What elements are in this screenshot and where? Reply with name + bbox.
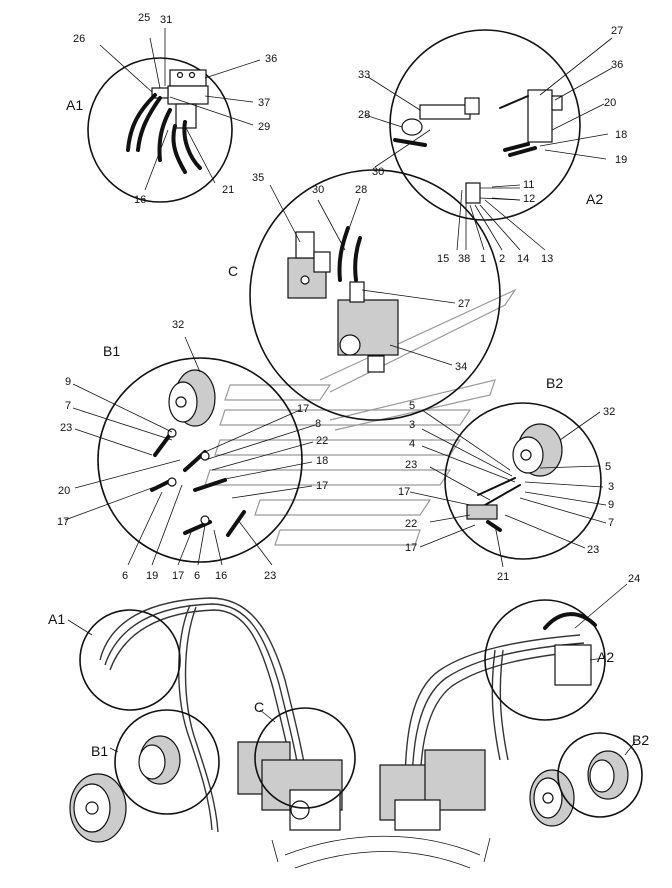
callout-36: 36 — [611, 59, 623, 71]
overview-labels: 24 A1 A2 C B1 B2 — [48, 573, 649, 759]
callout-20: 20 — [58, 485, 70, 497]
callout-16: 16 — [215, 570, 227, 582]
detail-b2-title: B2 — [546, 375, 563, 391]
callout-3: 3 — [409, 419, 415, 431]
callout-16: 16 — [134, 194, 146, 206]
detail-b2 — [409, 402, 607, 568]
callout-21: 21 — [222, 184, 234, 196]
detail-b1 — [64, 336, 316, 566]
callout-25: 25 — [138, 12, 150, 24]
callout-18: 18 — [615, 129, 627, 141]
callout-23: 23 — [587, 544, 599, 556]
callout-6: 6 — [194, 570, 200, 582]
detail-c — [249, 169, 501, 421]
callout-31: 31 — [160, 14, 172, 26]
callout-17: 17 — [297, 403, 309, 415]
callout-11: 11 — [523, 179, 534, 191]
callout-15: 15 — [437, 253, 449, 265]
callout-5: 5 — [605, 461, 611, 473]
callout-17: 17 — [57, 516, 69, 528]
callout-36: 36 — [265, 53, 277, 65]
callout-20: 20 — [604, 97, 616, 109]
assembly-a2-title: A2 — [597, 649, 614, 665]
assembly-c-title: C — [254, 699, 264, 715]
callout-37: 37 — [258, 97, 270, 109]
detail-a2 — [364, 29, 613, 251]
callout-14: 14 — [517, 253, 529, 265]
callout-17: 17 — [398, 486, 410, 498]
callout-27: 27 — [611, 25, 623, 37]
detail-b1-title: B1 — [103, 343, 120, 359]
assembly-b1-title: B1 — [91, 743, 108, 759]
detail-c-title: C — [228, 263, 238, 279]
assembly-a1-title: A1 — [48, 611, 65, 627]
callout-3: 3 — [608, 481, 614, 493]
callout-28: 28 — [355, 184, 367, 196]
callout-9: 9 — [608, 499, 614, 511]
callout-35: 35 — [252, 172, 264, 184]
a2-callout-labels: 27 33 36 28 20 18 30 19 11 12 15 38 1 2 … — [358, 25, 627, 265]
c-callout-labels: 35 30 28 27 34 C — [228, 172, 470, 373]
callout-27: 27 — [458, 298, 470, 310]
callout-38: 38 — [458, 253, 470, 265]
detail-a1 — [87, 28, 261, 203]
callout-29: 29 — [258, 121, 270, 133]
callout-30: 30 — [372, 166, 384, 178]
assembly-b2-title: B2 — [632, 732, 649, 748]
b1-callout-labels: 32 9 7 23 17 8 22 18 20 17 17 6 19 17 6 … — [57, 319, 328, 582]
callout-30: 30 — [312, 184, 324, 196]
detail-a2-title: A2 — [586, 191, 603, 207]
callout-19: 19 — [615, 154, 627, 166]
callout-4: 4 — [409, 438, 415, 450]
callout-6: 6 — [122, 570, 128, 582]
callout-23: 23 — [60, 422, 72, 434]
callout-1: 1 — [480, 253, 486, 265]
callout-33: 33 — [358, 69, 370, 81]
callout-7: 7 — [65, 400, 71, 412]
callout-32: 32 — [172, 319, 184, 331]
callout-32: 32 — [603, 406, 615, 418]
callout-23: 23 — [405, 459, 417, 471]
callout-22: 22 — [405, 518, 417, 530]
callout-7: 7 — [608, 517, 614, 529]
callout-5: 5 — [409, 400, 415, 412]
callout-2: 2 — [499, 253, 505, 265]
callout-17: 17 — [172, 570, 184, 582]
callout-17: 17 — [405, 542, 417, 554]
detail-a1-title: A1 — [66, 97, 83, 113]
callout-24: 24 — [628, 573, 640, 585]
callout-23: 23 — [264, 570, 276, 582]
callout-8: 8 — [315, 418, 321, 430]
callout-21: 21 — [497, 571, 509, 583]
callout-17: 17 — [316, 480, 328, 492]
overview-assembly — [67, 583, 643, 869]
callout-12: 12 — [523, 193, 535, 205]
a1-callout-labels: 25 31 26 36 37 29 16 21 A1 — [66, 12, 277, 206]
callout-18: 18 — [316, 455, 328, 467]
callout-9: 9 — [65, 376, 71, 388]
callout-13: 13 — [541, 253, 553, 265]
callout-19: 19 — [146, 570, 158, 582]
callout-26: 26 — [73, 33, 85, 45]
callout-22: 22 — [316, 435, 328, 447]
b2-callout-labels: 5 32 3 4 5 23 3 9 17 7 22 23 17 21 B2 — [398, 375, 615, 583]
callout-34: 34 — [455, 361, 467, 373]
callout-28: 28 — [358, 109, 370, 121]
